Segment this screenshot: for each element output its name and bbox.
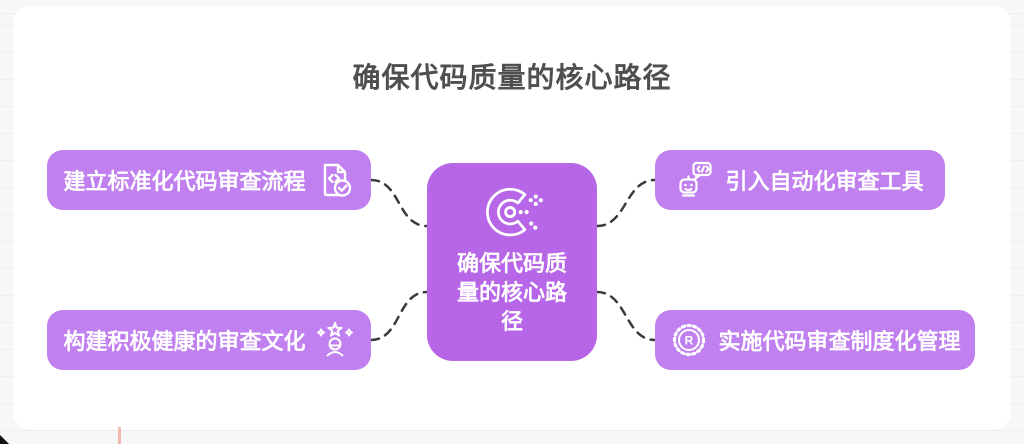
branch-label: 实施代码审查制度化管理 — [718, 329, 961, 354]
registered-seal-icon: R — [673, 323, 706, 357]
c-ring-logo-icon — [486, 187, 543, 237]
branch-node-bottom-left[interactable]: 构建积极健康的审查文化 — [47, 310, 371, 370]
branch-label: 构建积极健康的审查文化 — [63, 329, 306, 354]
diagram-title: 确保代码质量的核心路径 — [352, 62, 672, 93]
pink-tick-mark — [118, 427, 121, 444]
center-node[interactable]: 确保代码质量的核心路径 — [427, 163, 597, 361]
branch-node-top-left[interactable]: 建立标准化代码审查流程 — [47, 150, 371, 210]
seal-letter: R — [685, 334, 694, 348]
center-node-label: 确保代码质量的核心路径 — [456, 251, 567, 335]
branch-label: 建立标准化代码审查流程 — [63, 169, 306, 194]
branch-label: 引入自动化审查工具 — [725, 169, 924, 194]
robot-code-icon — [679, 161, 713, 197]
corner-mark — [0, 435, 9, 444]
star-person-icon — [316, 322, 353, 357]
document-check-icon — [323, 163, 351, 197]
branch-node-bottom-right[interactable]: R 实施代码审查制度化管理 — [655, 310, 975, 370]
branch-node-top-right[interactable]: 引入自动化审查工具 — [655, 150, 945, 210]
